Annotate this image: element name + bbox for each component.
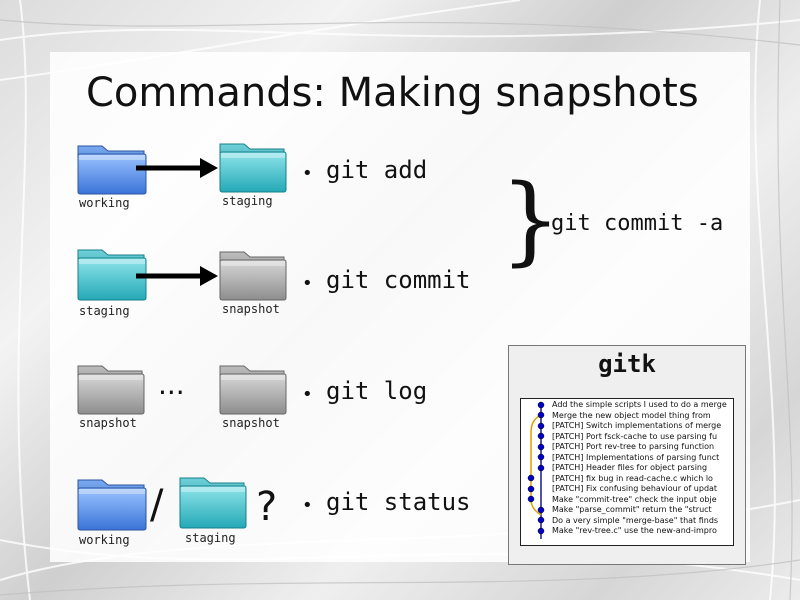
gitk-commit-row: [PATCH] Header files for object parsing: [552, 463, 708, 472]
folder-label-snapshot: snapshot: [222, 302, 280, 316]
bullet-dot: •: [302, 273, 313, 294]
question-mark: ?: [256, 484, 278, 530]
gitk-commit-row: Make "commit-tree" check the input obje: [552, 494, 717, 504]
folder-icon: [77, 145, 147, 195]
folder-label-staging: staging: [185, 531, 236, 545]
gitk-commit-row: Make "rev-tree.c" use the new-and-impro: [552, 526, 717, 535]
gitk-commit-row: Add the simple scripts I used to do a me…: [552, 400, 727, 409]
commit-graph: [527, 401, 545, 539]
bullet-dot: •: [302, 495, 313, 516]
folder-label-snapshot: snapshot: [79, 416, 137, 430]
gitk-commit-row: [PATCH] Switch implementations of merge: [552, 421, 722, 430]
folder-icon: [219, 365, 287, 415]
folder-icon: [77, 249, 147, 301]
folder-label-snapshot: snapshot: [222, 416, 280, 430]
folder-label-working: working: [79, 533, 130, 547]
folder-label-staging: staging: [79, 304, 130, 318]
folder-icon: [179, 477, 247, 529]
ellipsis: ...: [158, 368, 185, 401]
command-git-commit: git commit: [326, 266, 471, 294]
folder-icon: [77, 365, 145, 415]
folder-icon: [219, 251, 287, 301]
folder-icon: [219, 143, 287, 193]
slash-separator: /: [150, 482, 164, 528]
gitk-title: gitk: [598, 350, 656, 378]
gitk-commit-row: [PATCH] Port fsck-cache to use parsing f…: [552, 431, 718, 441]
gitk-commit-row: [PATCH] Fix confusing behaviour of updat: [552, 484, 718, 493]
folder-icon: [77, 479, 147, 531]
slide-title: Commands: Making snapshots: [86, 70, 699, 116]
folder-label-staging: staging: [222, 194, 273, 208]
gitk-commit-list: Add the simple scripts I used to do a me…: [520, 398, 734, 546]
gitk-commit-row: Merge the new object model thing from: [552, 410, 711, 420]
bullet-dot: •: [302, 163, 313, 184]
curly-brace: }: [500, 164, 562, 276]
command-git-add: git add: [326, 156, 428, 184]
gitk-commit-row: Do a very simple "merge-base" that finds: [552, 515, 719, 525]
gitk-commit-row: Make "parse_commit" return the "struct: [552, 505, 712, 514]
command-git-commit-a: git commit -a: [551, 211, 724, 236]
command-git-status: git status: [326, 488, 471, 516]
gitk-commit-row: [PATCH] Implementations of parsing funct: [552, 452, 720, 462]
gitk-commit-row: [PATCH] fix bug in read-cache.c which lo: [552, 473, 713, 483]
gitk-screenshot: gitk Add the simple scripts I used to: [508, 345, 746, 565]
gitk-commit-row: [PATCH] Port rev-tree to parsing functio…: [552, 442, 715, 451]
arrow-right-icon: [136, 158, 218, 178]
arrow-right-icon: [136, 266, 218, 286]
bullet-dot: •: [302, 384, 313, 405]
command-git-log: git log: [326, 377, 428, 405]
folder-label-working: working: [79, 196, 130, 210]
